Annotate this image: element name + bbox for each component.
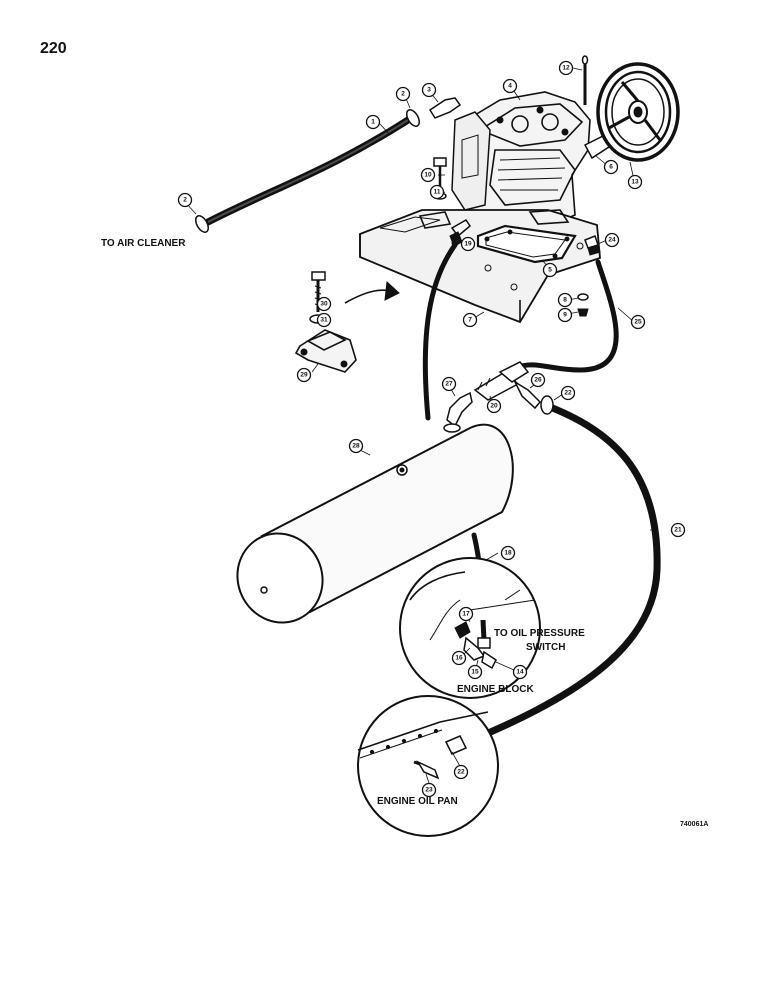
callout-26: 26 (534, 377, 542, 384)
callout-19: 19 (464, 241, 472, 248)
callout-6: 6 (609, 164, 613, 171)
callout-2-lower: 2 (183, 197, 187, 204)
callout-27: 27 (445, 381, 453, 388)
mounting-plate (359, 209, 601, 324)
callout-11: 11 (434, 189, 441, 196)
callout-10: 10 (424, 172, 432, 179)
callout-24: 24 (608, 237, 616, 244)
callout-21: 21 (674, 527, 682, 534)
callout-7: 7 (468, 317, 472, 324)
callout-16: 16 (455, 655, 463, 662)
compressor-pulley (581, 55, 680, 162)
label-to-oil-pressure: TO OIL PRESSURE (494, 628, 585, 639)
compressor-fittings (449, 219, 601, 256)
engine-block-detail (399, 557, 541, 699)
page-number: 220 (40, 40, 67, 57)
callout-22: 22 (564, 390, 572, 397)
callout-17: 17 (462, 611, 470, 618)
callout-12: 12 (562, 65, 570, 72)
callout-23: 23 (425, 787, 433, 794)
callout-9: 9 (563, 312, 567, 319)
callout-18: 18 (504, 550, 512, 557)
callout-8: 8 (563, 297, 567, 304)
label-engine-oil-pan: ENGINE OIL PAN (377, 796, 458, 807)
callout-30: 30 (320, 301, 328, 308)
callout-2: 2 (401, 91, 405, 98)
compressor-assembly (451, 91, 614, 246)
bracket-assembly (294, 271, 400, 373)
label-to-air-cleaner: TO AIR CLEANER (101, 238, 186, 249)
engine-oil-pan-detail (357, 695, 499, 837)
label-switch: SWITCH (526, 642, 565, 653)
air-intake-hose (195, 97, 462, 233)
callout-1: 1 (371, 119, 375, 126)
callout-4: 4 (508, 83, 512, 90)
callout-22-lower: 22 (457, 769, 465, 776)
callout-29: 29 (300, 372, 308, 379)
callout-25: 25 (634, 319, 642, 326)
label-engine-block: ENGINE BLOCK (457, 684, 534, 695)
callouts: 1 2 3 4 12 6 13 2 10 11 19 24 5 8 9 7 25… (177, 60, 686, 798)
callout-3: 3 (427, 87, 431, 94)
callout-31: 31 (320, 317, 328, 324)
callout-5: 5 (548, 267, 552, 274)
diagram-labels: TO AIR CLEANER TO OIL PRESSURE SWITCH EN… (101, 238, 708, 828)
figure-id: 740061A (680, 821, 708, 828)
callout-13: 13 (631, 179, 639, 186)
check-valve (443, 361, 554, 433)
callout-14: 14 (516, 669, 524, 676)
callout-15: 15 (471, 669, 479, 676)
air-tank (236, 423, 514, 624)
callout-28: 28 (352, 443, 360, 450)
callout-20: 20 (490, 403, 498, 410)
